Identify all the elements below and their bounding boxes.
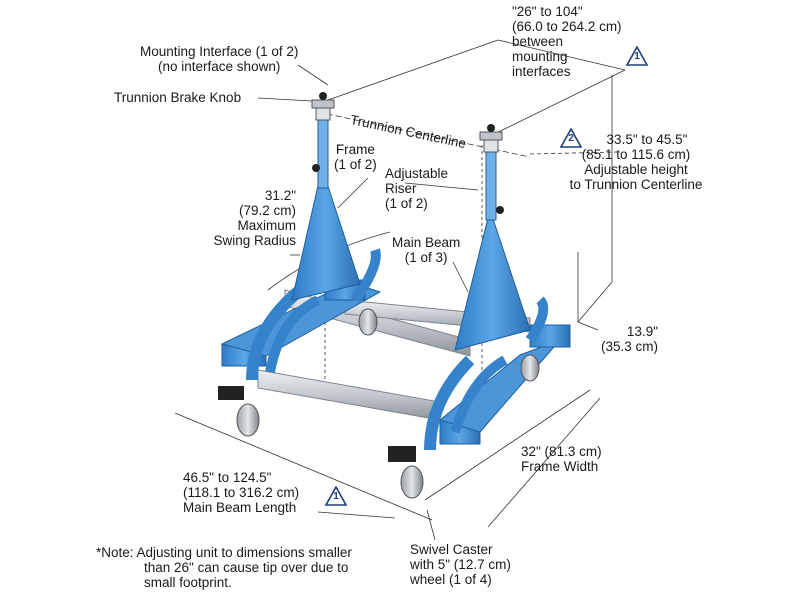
- caster-left-front: [388, 446, 424, 499]
- main-beam-length-label: 46.5" to 124.5" (118.1 to 316.2 cm) Main…: [183, 470, 300, 515]
- warning-badge-2: 2: [560, 128, 582, 148]
- warning-badge-1-bottom: 1: [325, 486, 347, 506]
- mounting-interface-label: Mounting Interface (1 of 2) (no interfac…: [140, 44, 299, 74]
- frame-width-label: 32" (81.3 cm) Frame Width: [521, 444, 602, 474]
- tip-over-note: *Note: Adjusting unit to dimensions smal…: [96, 545, 352, 590]
- casters: [218, 308, 540, 499]
- depth-dimension-label: 13.9" (35.3 cm): [600, 324, 658, 354]
- swivel-caster-label: Swivel Caster with 5" (12.7 cm) wheel (1…: [410, 542, 511, 587]
- main-beam-label: Main Beam (1 of 3): [392, 235, 461, 265]
- warning-badge-1-top: 1: [626, 46, 648, 66]
- left-frame: [220, 92, 382, 381]
- caster-left-back: [218, 386, 260, 437]
- adjustable-height-label: 33.5" to 45.5" (85.1 to 115.6 cm) Adjust…: [569, 132, 703, 192]
- right-frame: [424, 124, 571, 451]
- swing-radius-label: 31.2" (79.2 cm) Maximum Swing Radius: [213, 188, 296, 248]
- between-interfaces-label: "26" to 104" (66.0 to 264.2 cm) between …: [512, 4, 622, 79]
- trunnion-brake-knob-label: Trunnion Brake Knob: [114, 90, 242, 105]
- caster-right-back: [358, 308, 378, 336]
- caster-right-front: [520, 354, 540, 382]
- adjustable-riser-label: Adjustable Riser (1 of 2): [385, 166, 449, 211]
- main-beam-front: [257, 369, 441, 421]
- frame-label: Frame (1 of 2): [334, 142, 377, 172]
